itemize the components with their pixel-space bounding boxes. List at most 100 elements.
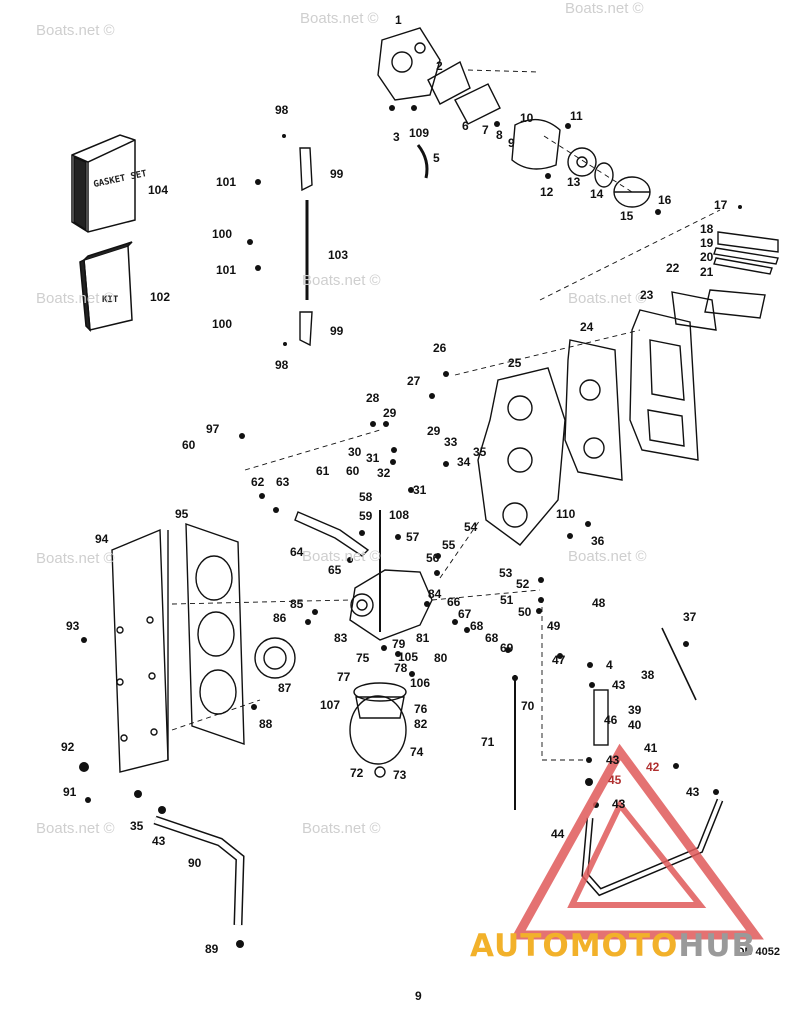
callout: 17 — [714, 198, 728, 212]
page-number: 9 — [415, 989, 422, 1003]
fuel-pump-gasket — [427, 60, 471, 105]
callout: 55 — [442, 538, 456, 552]
callout: 76 — [414, 702, 428, 716]
carburetor — [349, 569, 433, 641]
callout: 84 — [428, 587, 442, 601]
watermark: Boats.net © — [300, 10, 379, 27]
callout: 19 — [700, 236, 714, 250]
gasket-22 — [671, 291, 717, 331]
callout: 60 — [182, 438, 196, 452]
callout: 23 — [640, 288, 654, 302]
callout: 98 — [275, 103, 289, 117]
watermark: Boats.net © — [302, 272, 381, 289]
callout: 99 — [330, 167, 344, 181]
callout: 66 — [447, 595, 461, 609]
callout: 70 — [521, 699, 535, 713]
watermark: Boats.net © — [36, 550, 115, 567]
callout: 29 — [427, 424, 441, 438]
callout: 15 — [620, 209, 634, 223]
brand-text-primary: AUTOMOTO — [470, 928, 679, 964]
brand-logo-text: AUTOMOTOHUB — [470, 928, 756, 964]
callout: 82 — [414, 717, 428, 731]
gasket-95 — [185, 523, 245, 745]
callout: 59 — [359, 509, 373, 523]
callout: 29 — [383, 406, 397, 420]
callout: 51 — [500, 593, 514, 607]
callout: 64 — [290, 545, 304, 559]
watermark: Boats.net © — [568, 290, 647, 307]
callout: 5 — [433, 151, 440, 165]
callout: 35 — [130, 819, 144, 833]
float — [355, 696, 405, 719]
callout: 30 — [348, 445, 362, 459]
callout: 83 — [334, 631, 348, 645]
brand-logo-icon — [510, 743, 764, 940]
callout: 8 — [496, 128, 503, 142]
brand-text-secondary: HUB — [678, 928, 757, 964]
manifold-cover — [111, 528, 169, 773]
repair-kit-box — [79, 241, 133, 332]
callout: 60 — [346, 464, 360, 478]
callout: 56 — [426, 551, 440, 565]
callout: 91 — [63, 785, 77, 799]
callout: 31 — [413, 483, 427, 497]
callout: 6 — [462, 119, 469, 133]
gasket-set-box — [71, 134, 136, 233]
callout: 16 — [658, 193, 672, 207]
fuel-pump-cover — [377, 27, 441, 101]
callout: 4 — [606, 658, 613, 672]
callout: 92 — [61, 740, 75, 754]
callout: 34 — [457, 455, 471, 469]
callout: 72 — [350, 766, 364, 780]
callout: 45 — [608, 773, 622, 787]
callout: 61 — [316, 464, 330, 478]
callout: 54 — [464, 520, 478, 534]
callout: 43 — [686, 785, 700, 799]
callout: 104 — [148, 183, 169, 197]
callout: 38 — [641, 668, 655, 682]
callout: 37 — [683, 610, 697, 624]
callout: 93 — [66, 619, 80, 633]
callout: 36 — [591, 534, 605, 548]
watermark: Boats.net © — [36, 290, 115, 307]
float-bowl — [349, 695, 407, 765]
callout: 101 — [216, 263, 237, 277]
callout: 48 — [592, 596, 606, 610]
callout: 10 — [520, 111, 534, 125]
rod-38 — [661, 627, 697, 701]
callout: 77 — [337, 670, 351, 684]
callout: 2 — [436, 59, 443, 73]
callout: 69 — [500, 641, 514, 655]
reed-block — [704, 289, 766, 319]
callout: 86 — [273, 611, 287, 625]
callout: 57 — [406, 530, 420, 544]
callout: 103 — [328, 248, 349, 262]
callout: 26 — [433, 341, 447, 355]
callout: 21 — [700, 265, 714, 279]
callout: 90 — [188, 856, 202, 870]
watermark: Boats.net © — [36, 820, 115, 837]
callout: 98 — [275, 358, 289, 372]
callout: 73 — [393, 768, 407, 782]
intake-gasket — [564, 339, 623, 481]
callout: 62 — [251, 475, 265, 489]
callout: 79 — [392, 637, 406, 651]
callout: 43 — [606, 753, 620, 767]
diaphragm — [454, 83, 501, 125]
callout: 102 — [150, 290, 171, 304]
callout: 42 — [646, 760, 660, 774]
callout: 108 — [389, 508, 410, 522]
callout: 106 — [410, 676, 431, 690]
callout: 1 — [395, 13, 402, 27]
callout: 33 — [444, 435, 458, 449]
intake-manifold — [477, 367, 566, 546]
callout: 89 — [205, 942, 219, 956]
reed-plate — [629, 309, 699, 461]
callout: 80 — [434, 651, 448, 665]
callout: 12 — [540, 185, 554, 199]
drawing-code: OB 4052 — [736, 946, 781, 958]
callout: 24 — [580, 320, 594, 334]
callout: 100 — [212, 317, 233, 331]
callout: 50 — [518, 605, 532, 619]
